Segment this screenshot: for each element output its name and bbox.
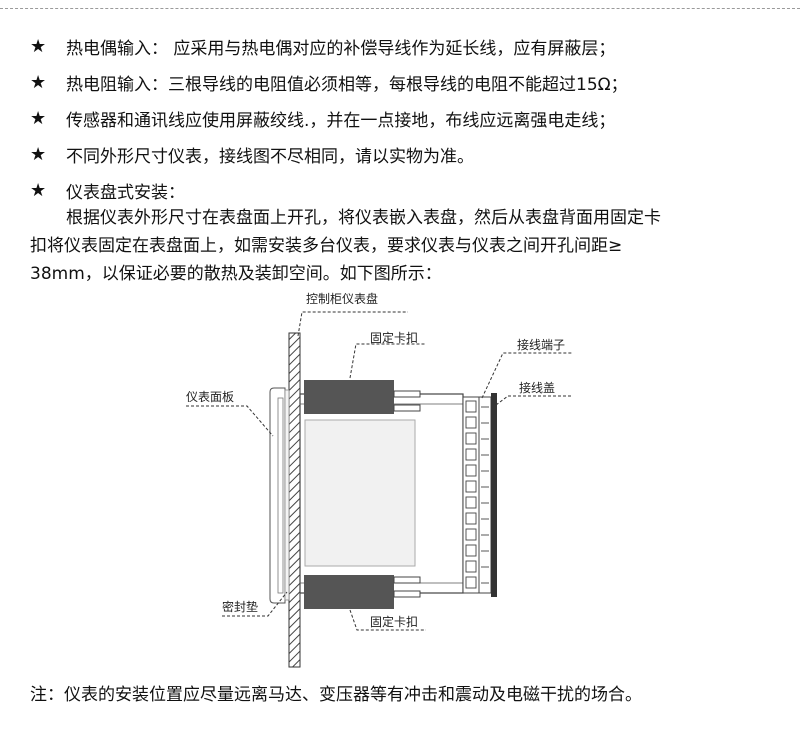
terminal-slot	[465, 544, 477, 557]
leader-clip-top	[349, 343, 426, 379]
bullet-item: ★ 不同外形尺寸仪表，接线图不尽相同，请以实物为准。	[30, 136, 790, 172]
top-dashed-divider	[0, 8, 800, 9]
label-front-panel: 仪表面板	[186, 390, 234, 404]
bullet-item: ★ 仪表盘式安装：	[30, 172, 790, 208]
cabinet-panel-plate	[288, 332, 301, 668]
clip-rail-top	[393, 404, 421, 412]
paragraph-line: 38mm，以保证必要的散热及装卸空间。如下图所示：	[30, 264, 442, 284]
label-cabinet-panel: 控制柜仪表盘	[306, 291, 378, 306]
paragraph-line: 扣将仪表固定在表盘面上，如需安装多台仪表，要求仪表与仪表之间开孔间距≥	[30, 236, 623, 256]
terminal-slots	[465, 400, 489, 589]
terminal-slot	[465, 432, 477, 445]
paragraph-line: 根据仪表外形尺寸在表盘面上开孔，将仪表嵌入表盘，然后从表盘背面用固定卡	[66, 208, 661, 228]
label-clip-top: 固定卡扣	[370, 330, 418, 345]
terminal-slot	[465, 512, 477, 525]
label-gasket: 密封垫	[222, 599, 258, 614]
star-icon: ★	[30, 71, 47, 93]
star-icon: ★	[30, 35, 47, 57]
terminal-slot	[465, 560, 477, 573]
bullet-item: ★ 热电阻输入：三根导线的电阻值必须相等，每根导线的电阻不能超过15Ω；	[30, 64, 790, 100]
terminal-slot	[465, 464, 477, 477]
terminal-slot	[465, 400, 477, 413]
clip-rail-top	[393, 390, 421, 398]
label-terminal-cover: 接线盖	[519, 380, 555, 395]
bullet-list: ★ 热电偶输入： 应采用与热电偶对应的补偿导线作为延长线，应有屏蔽层； ★ 热电…	[30, 28, 790, 208]
terminal-strip	[478, 396, 492, 594]
bullet-item: ★ 传感器和通讯线应使用屏蔽绞线.，并在一点接地，布线应远离强电走线；	[30, 100, 790, 136]
gasket	[284, 389, 290, 601]
terminal-slot	[465, 416, 477, 429]
star-icon: ★	[30, 179, 47, 201]
terminal-slot	[465, 448, 477, 461]
terminal-slot	[465, 528, 477, 541]
clip-rail-bottom	[393, 590, 421, 598]
installation-note: 注：仪表的安装位置应尽量远离马达、变压器等有冲击和震动及电磁干扰的场合。	[30, 685, 642, 705]
label-terminal: 接线端子	[517, 337, 565, 352]
bullet-text: 仪表盘式安装：	[66, 182, 185, 203]
fixing-clip-top	[304, 380, 394, 414]
bullet-text: 热电阻输入：三根导线的电阻值必须相等，每根导线的电阻不能超过15Ω；	[66, 74, 628, 95]
terminal-slot	[465, 576, 477, 589]
bullet-text: 热电偶输入： 应采用与热电偶对应的补偿导线作为延长线，应有屏蔽层；	[66, 38, 616, 59]
leader-terminal-cover	[495, 395, 573, 406]
label-clip-bottom: 固定卡扣	[370, 614, 418, 629]
bullet-text: 传感器和通讯线应使用屏蔽绞线.，并在一点接地，布线应远离强电走线；	[66, 110, 616, 131]
installation-paragraph: 根据仪表外形尺寸在表盘面上开孔，将仪表嵌入表盘，然后从表盘背面用固定卡 扣将仪表…	[30, 204, 770, 288]
leader-front-panel	[186, 405, 274, 437]
bullet-text: 不同外形尺寸仪表，接线图不尽相同，请以实物为准。	[66, 146, 474, 167]
fixing-clip-bottom	[304, 575, 394, 609]
bullet-item: ★ 热电偶输入： 应采用与热电偶对应的补偿导线作为延长线，应有屏蔽层；	[30, 28, 790, 64]
terminal-slot	[465, 480, 477, 493]
leader-gasket	[222, 591, 288, 617]
leader-terminal	[481, 352, 573, 399]
star-icon: ★	[30, 143, 47, 165]
terminal-cover	[491, 393, 497, 597]
circuit-board	[304, 419, 416, 567]
star-icon: ★	[30, 107, 47, 129]
front-panel-inner	[277, 397, 284, 594]
clip-rail-bottom	[393, 576, 421, 584]
terminal-slot	[465, 496, 477, 509]
leader-clip-bottom	[349, 609, 426, 631]
